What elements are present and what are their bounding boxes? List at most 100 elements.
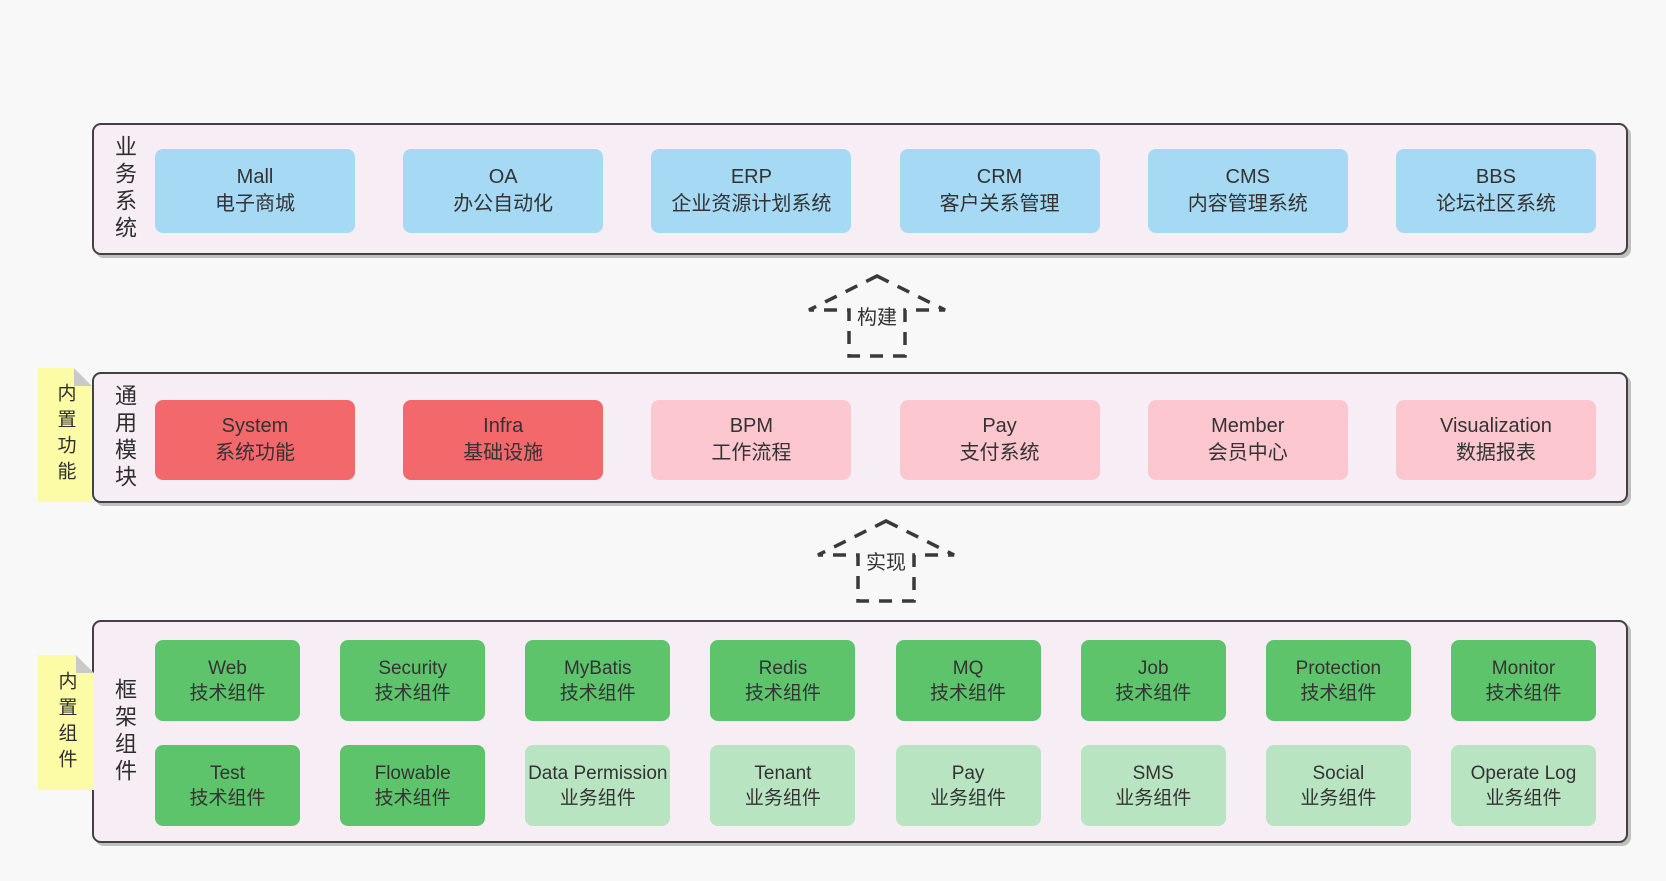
box-erp: ERP 企业资源计划系统 bbox=[651, 149, 852, 233]
box-title: Monitor bbox=[1491, 657, 1556, 679]
box-title: Pay bbox=[982, 415, 1017, 437]
up-arrow-icon bbox=[808, 274, 946, 358]
box-title: CRM bbox=[976, 166, 1023, 188]
box-title: Protection bbox=[1295, 657, 1382, 679]
box-title: SMS bbox=[1132, 762, 1174, 784]
box-title: Social bbox=[1312, 762, 1365, 784]
box-subtitle: 会员中心 bbox=[1207, 442, 1288, 464]
box-mybatis: MyBatis 技术组件 bbox=[525, 640, 671, 721]
box-subtitle: 技术组件 bbox=[189, 787, 266, 809]
box-social: Social 业务组件 bbox=[1265, 745, 1411, 826]
box-subtitle: 企业资源计划系统 bbox=[671, 193, 832, 215]
box-bpm: BPM 工作流程 bbox=[651, 400, 852, 480]
box-crm: CRM 客户关系管理 bbox=[899, 149, 1100, 233]
business-box-row: Mall 电子商城 OA 办公自动化 ERP 企业资源计划系统 CRM 客户关系… bbox=[155, 149, 1596, 233]
box-title: System bbox=[221, 415, 289, 437]
box-sms: SMS 业务组件 bbox=[1080, 745, 1226, 826]
box-subtitle: 电子商城 bbox=[215, 193, 295, 215]
components-sticky-note: 内置组件 bbox=[38, 655, 94, 790]
box-subtitle: 技术组件 bbox=[1115, 682, 1192, 704]
box-title: CMS bbox=[1225, 166, 1270, 188]
box-title: Test bbox=[210, 762, 245, 784]
box-redis: Redis 技术组件 bbox=[710, 640, 856, 721]
box-pay-business: Pay 业务组件 bbox=[895, 745, 1041, 826]
implement-arrow-label: 实现 bbox=[861, 545, 911, 576]
box-infra: Infra 基础设施 bbox=[403, 400, 604, 480]
box-subtitle: 技术组件 bbox=[1300, 682, 1377, 704]
framework-components-panel: 框架组件 Web 技术组件 Security 技术组件 MyBatis 技术组件… bbox=[92, 620, 1628, 843]
common-modules-panel: 通用模块 System 系统功能 Infra 基础设施 BPM 工作流程 Pay… bbox=[92, 372, 1628, 503]
box-data-permission: Data Permission 业务组件 bbox=[525, 745, 671, 826]
box-subtitle: 技术组件 bbox=[1485, 682, 1562, 704]
box-subtitle: 技术组件 bbox=[930, 682, 1007, 704]
implement-arrow: 实现 bbox=[816, 519, 956, 603]
box-member: Member 会员中心 bbox=[1147, 400, 1348, 480]
box-bbs: BBS 论坛社区系统 bbox=[1395, 149, 1596, 233]
components-sticky-label: 内置组件 bbox=[55, 670, 77, 775]
box-mall: Mall 电子商城 bbox=[155, 149, 355, 233]
box-protection: Protection 技术组件 bbox=[1265, 640, 1411, 721]
box-title: Data Permission bbox=[528, 762, 668, 784]
box-title: Pay bbox=[951, 762, 985, 784]
modules-box-row: System 系统功能 Infra 基础设施 BPM 工作流程 Pay 支付系统… bbox=[155, 400, 1596, 480]
box-subtitle: 客户关系管理 bbox=[939, 193, 1060, 215]
box-title: Member bbox=[1211, 415, 1285, 437]
box-title: Mall bbox=[236, 166, 274, 188]
box-visualization: Visualization 数据报表 bbox=[1395, 400, 1596, 480]
box-title: BBS bbox=[1475, 166, 1516, 188]
box-title: Web bbox=[208, 657, 247, 679]
box-subtitle: 办公自动化 bbox=[453, 193, 554, 215]
box-flowable: Flowable 技术组件 bbox=[340, 745, 486, 826]
box-system: System 系统功能 bbox=[155, 400, 355, 480]
box-title: Tenant bbox=[754, 762, 812, 784]
box-subtitle: 技术组件 bbox=[374, 682, 451, 704]
box-subtitle: 基础设施 bbox=[463, 442, 544, 464]
box-subtitle: 技术组件 bbox=[744, 682, 821, 704]
modules-sticky-label: 内置功能 bbox=[54, 383, 76, 487]
box-subtitle: 支付系统 bbox=[959, 442, 1040, 464]
box-title: BPM bbox=[729, 415, 774, 437]
business-layer-label: 业务系统 bbox=[112, 135, 137, 243]
box-subtitle: 工作流程 bbox=[711, 442, 792, 464]
box-monitor: Monitor 技术组件 bbox=[1450, 640, 1596, 721]
box-tenant: Tenant 业务组件 bbox=[710, 745, 856, 826]
box-title: MyBatis bbox=[563, 657, 632, 679]
box-oa: OA 办公自动化 bbox=[403, 149, 604, 233]
box-subtitle: 内容管理系统 bbox=[1187, 193, 1308, 215]
components-layer-label: 框架组件 bbox=[112, 677, 137, 786]
box-subtitle: 业务组件 bbox=[1485, 787, 1562, 809]
build-arrow-label: 构建 bbox=[852, 300, 902, 331]
box-subtitle: 数据报表 bbox=[1455, 442, 1536, 464]
components-box-row-2: Test 技术组件 Flowable 技术组件 Data Permission … bbox=[155, 745, 1596, 826]
box-mq: MQ 技术组件 bbox=[895, 640, 1041, 721]
box-title: MQ bbox=[952, 657, 984, 679]
box-operate-log: Operate Log 业务组件 bbox=[1450, 745, 1596, 826]
box-title: Flowable bbox=[374, 762, 451, 784]
box-subtitle: 技术组件 bbox=[374, 787, 451, 809]
box-subtitle: 业务组件 bbox=[1300, 787, 1377, 809]
box-title: OA bbox=[488, 166, 518, 188]
box-title: ERP bbox=[730, 166, 772, 188]
box-title: Job bbox=[1137, 657, 1169, 679]
box-title: Security bbox=[378, 657, 447, 679]
box-title: Operate Log bbox=[1470, 762, 1577, 784]
build-arrow: 构建 bbox=[807, 274, 947, 358]
box-subtitle: 系统功能 bbox=[215, 442, 295, 464]
box-subtitle: 技术组件 bbox=[189, 682, 266, 704]
box-title: Infra bbox=[483, 415, 524, 437]
box-subtitle: 业务组件 bbox=[930, 787, 1007, 809]
box-subtitle: 业务组件 bbox=[744, 787, 821, 809]
up-arrow-icon bbox=[817, 519, 955, 603]
components-box-row-1: Web 技术组件 Security 技术组件 MyBatis 技术组件 Redi… bbox=[155, 640, 1596, 721]
box-security: Security 技术组件 bbox=[340, 640, 486, 721]
box-cms: CMS 内容管理系统 bbox=[1147, 149, 1348, 233]
box-job: Job 技术组件 bbox=[1080, 640, 1226, 721]
box-subtitle: 业务组件 bbox=[559, 787, 636, 809]
box-pay: Pay 支付系统 bbox=[899, 400, 1100, 480]
business-systems-panel: 业务系统 Mall 电子商城 OA 办公自动化 ERP 企业资源计划系统 CRM… bbox=[92, 123, 1628, 255]
box-subtitle: 论坛社区系统 bbox=[1435, 193, 1556, 215]
modules-sticky-note: 内置功能 bbox=[38, 368, 92, 502]
box-test: Test 技术组件 bbox=[155, 745, 300, 826]
box-title: Redis bbox=[758, 657, 808, 679]
